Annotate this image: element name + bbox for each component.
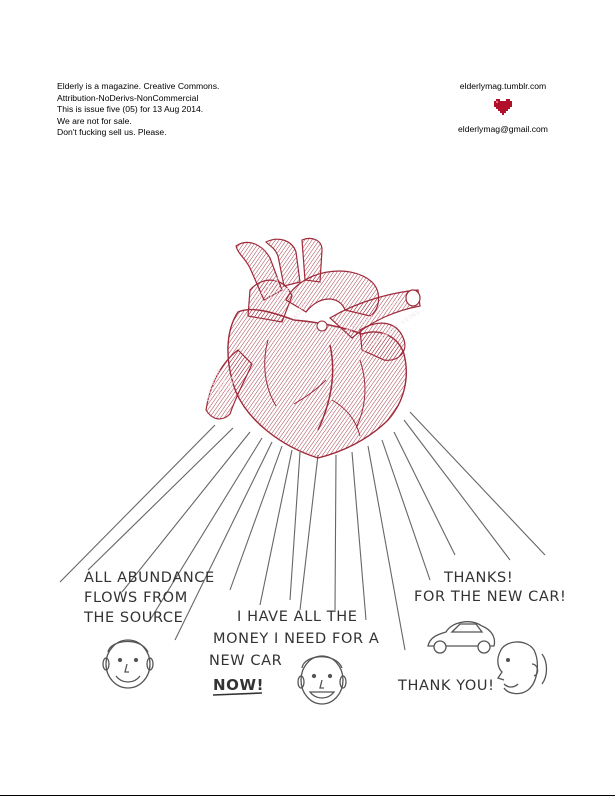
anatomical-heart: SUPERIOR VENA CAVA AORTA PULMONARY ARTER…: [205, 237, 422, 459]
caption-middle: I HAVE ALL THE MONEY I NEED FOR A NEW CA…: [209, 609, 379, 696]
pixel-heart-icon: [494, 99, 512, 115]
caption-right-line: THANKS!: [443, 570, 513, 586]
profile-face-icon: [496, 641, 548, 695]
car-icon: [427, 621, 496, 654]
contact-block: elderlymag.tumblr.com elderlymag@gmail.c…: [448, 81, 558, 134]
smiling-face-icon: [102, 639, 154, 689]
caption-middle-emphasis: NOW!: [213, 676, 264, 694]
email-link[interactable]: elderlymag@gmail.com: [458, 124, 548, 134]
grinning-face-icon: [297, 655, 347, 705]
caption-middle-line: MONEY I NEED FOR A: [213, 631, 379, 647]
colophon-line: Attribution-NoDerivs-NonCommercial: [57, 92, 199, 103]
caption-right-bottom: THANK YOU!: [397, 678, 495, 694]
caption-left-line: ALL ABUNDANCE: [84, 570, 215, 586]
colophon-line: Elderly is a magazine. Creative Commons.: [57, 81, 220, 91]
colophon-line: We are not for sale.: [57, 115, 132, 126]
page-bottom-rule: [0, 795, 615, 796]
caption-left-line: THE SOURCE: [83, 610, 183, 626]
website-link[interactable]: elderlymag.tumblr.com: [459, 81, 547, 91]
caption-middle-line: I HAVE ALL THE: [237, 609, 357, 625]
underline: [212, 692, 263, 696]
caption-right: THANKS! FOR THE NEW CAR! THANK YOU!: [397, 570, 566, 694]
source-rays: [59, 411, 546, 651]
caption-right-line: FOR THE NEW CAR!: [414, 589, 566, 605]
colophon-line: Don't fucking sell us. Please.: [57, 127, 167, 138]
colophon: Elderly is a magazine. Creative Commons.…: [57, 81, 219, 139]
caption-left: ALL ABUNDANCE FLOWS FROM THE SOURCE: [83, 570, 215, 626]
caption-left-line: FLOWS FROM: [84, 590, 188, 606]
colophon-line: This is issue five (05) for 13 Aug 2014.: [57, 104, 204, 115]
caption-middle-line: NEW CAR: [209, 653, 282, 669]
